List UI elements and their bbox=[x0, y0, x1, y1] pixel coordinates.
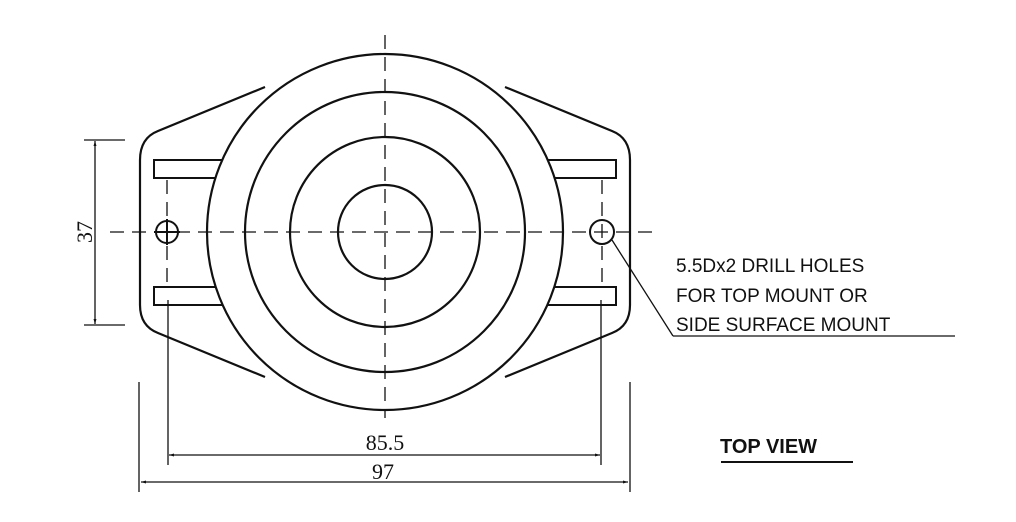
mounting-slots bbox=[153, 159, 617, 306]
note-line-1: 5.5Dx2 DRILL HOLES bbox=[676, 256, 864, 277]
view-title: TOP VIEW bbox=[720, 436, 817, 458]
dimension-height bbox=[84, 139, 125, 326]
dimension-hole-spacing-label: 85.5 bbox=[366, 430, 405, 455]
note-line-3: SIDE SURFACE MOUNT bbox=[676, 315, 891, 336]
drill-hole-right bbox=[589, 219, 615, 245]
drill-hole-leader bbox=[611, 239, 955, 337]
drill-hole-left bbox=[154, 219, 180, 245]
note-line-2: FOR TOP MOUNT OR bbox=[676, 286, 868, 307]
dimension-overall-width-label: 97 bbox=[372, 459, 394, 484]
base-plate bbox=[138, 85, 632, 379]
dimension-height-label: 37 bbox=[72, 221, 97, 243]
extension-lines bbox=[138, 300, 631, 492]
concentric-circles bbox=[205, 52, 565, 412]
